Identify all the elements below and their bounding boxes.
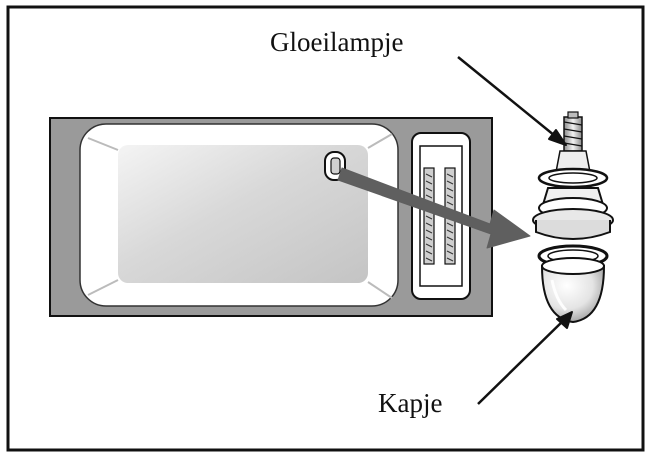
lamp-pointer-arrow xyxy=(337,167,531,249)
bulb-label: Gloeilampje xyxy=(270,27,403,57)
latch-tick xyxy=(446,236,454,241)
cover-label: Kapje xyxy=(378,388,442,418)
latch-tick xyxy=(425,236,433,241)
bulb-callout-arrow xyxy=(457,56,567,146)
door-latch-left xyxy=(423,167,435,265)
latch-tick xyxy=(425,243,433,248)
exploded-lamp-assembly xyxy=(532,111,614,324)
latch-tick xyxy=(446,201,454,206)
latch-tick xyxy=(425,194,433,199)
latch-tick xyxy=(425,257,433,262)
latch-tick xyxy=(446,243,454,248)
microwave xyxy=(49,117,493,317)
latch-tick xyxy=(446,229,454,234)
latch-tick xyxy=(425,173,433,178)
latch-tick xyxy=(425,180,433,185)
door-window xyxy=(79,123,399,307)
latch-tick xyxy=(446,180,454,185)
latch-tick xyxy=(446,222,454,227)
light-bulb-icon xyxy=(555,111,591,173)
latch-tick xyxy=(446,250,454,255)
latch-tick xyxy=(446,173,454,178)
latch-tick xyxy=(425,250,433,255)
latch-tick xyxy=(425,215,433,220)
latch-tick xyxy=(425,187,433,192)
latch-tick xyxy=(446,187,454,192)
latch-tick xyxy=(446,257,454,262)
lamp-socket-body xyxy=(532,187,614,240)
cover-callout-arrow xyxy=(477,311,573,405)
latch-tick xyxy=(425,229,433,234)
latch-tick xyxy=(425,222,433,227)
latch-tick xyxy=(446,194,454,199)
lamp-cover-icon xyxy=(540,257,606,324)
